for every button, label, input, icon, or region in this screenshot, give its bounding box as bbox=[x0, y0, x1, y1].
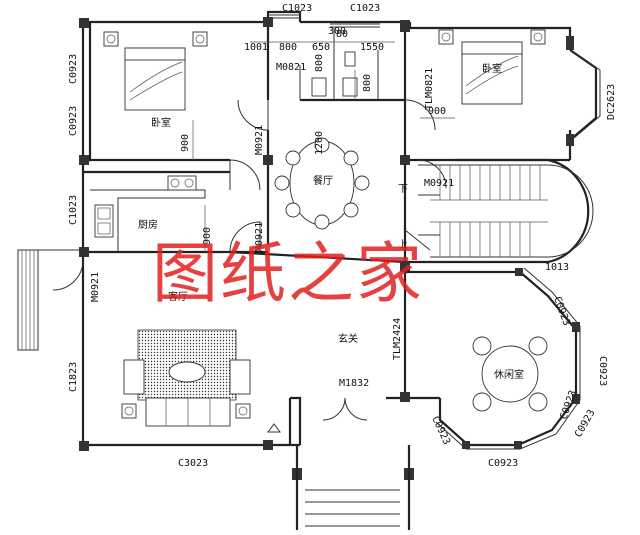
stair-mark-up: 上 bbox=[398, 239, 408, 251]
code-tlm0821: TLM0821 bbox=[424, 68, 435, 110]
dining-set bbox=[274, 137, 370, 230]
code-m0921-dining-lower: M0921 bbox=[254, 222, 265, 252]
dim-900-bed-left: 900 bbox=[180, 134, 191, 152]
code-tl13: 1013 bbox=[545, 262, 569, 273]
bathroom-fixtures bbox=[299, 28, 379, 100]
code-m0921-stair: M0921 bbox=[424, 178, 454, 189]
room-label-bedroom-right: 卧室 bbox=[482, 62, 502, 75]
top-windows bbox=[268, 14, 380, 28]
room-label-living: 客厅 bbox=[168, 290, 188, 303]
code-c0923-left-mid: C0923 bbox=[68, 106, 79, 136]
dim-900-kitchen: 900 bbox=[202, 227, 213, 245]
room-label-lounge: 休闲室 bbox=[494, 368, 524, 381]
dim-80: 80 bbox=[336, 29, 348, 40]
code-c1023-left: C1023 bbox=[68, 195, 79, 225]
code-m0821: M0821 bbox=[276, 62, 306, 73]
code-m0921-left: M0921 bbox=[90, 272, 101, 302]
code-c0923-right-b: C0923 bbox=[597, 356, 608, 386]
code-m0921-dining-upper: M0921 bbox=[254, 125, 265, 155]
bed-left bbox=[103, 31, 208, 111]
bay-window-right bbox=[566, 36, 601, 146]
code-c1823-left: C1823 bbox=[68, 362, 79, 392]
living-furniture bbox=[121, 329, 281, 433]
dim-800: 800 bbox=[279, 42, 297, 53]
dim-1200: 1200 bbox=[314, 131, 325, 155]
stair-mark-down: 下 bbox=[398, 184, 408, 195]
kitchen-counter bbox=[90, 175, 206, 252]
dim-300: 300 bbox=[328, 26, 346, 37]
dim-800c: 800 bbox=[314, 54, 325, 72]
code-c0923-right-d: C0923 bbox=[573, 408, 598, 440]
entrance-steps bbox=[295, 445, 411, 530]
code-tlm2424: TLM2424 bbox=[392, 318, 403, 360]
dim-1001: 1001 bbox=[244, 42, 268, 53]
door-swings bbox=[52, 99, 447, 421]
lounge-bay bbox=[405, 267, 581, 450]
code-c1023-top-right: C1023 bbox=[350, 3, 380, 14]
code-c0923-left-upper: C0923 bbox=[68, 54, 79, 84]
code-c0923-right-a: C0923 bbox=[551, 295, 572, 327]
code-c0923-bottom-left: C0923 bbox=[429, 415, 452, 447]
code-m1832: M1832 bbox=[339, 378, 369, 389]
code-c0923-bottom-right: C0923 bbox=[488, 458, 518, 469]
dim-1550: 1550 bbox=[360, 42, 384, 53]
watermark: 图纸之家 bbox=[152, 235, 424, 312]
room-label-dining: 餐厅 bbox=[313, 174, 333, 187]
room-label-foyer: 玄关 bbox=[338, 332, 358, 345]
room-label-bedroom-left: 卧室 bbox=[151, 116, 171, 129]
dim-900-bed-right: 900 bbox=[428, 106, 446, 117]
room-label-kitchen: 厨房 bbox=[138, 218, 158, 231]
interior-walls bbox=[83, 22, 520, 445]
dim-800b: 800 bbox=[362, 74, 373, 92]
code-c1023-top-left: C1023 bbox=[282, 3, 312, 14]
bed-right bbox=[438, 29, 546, 105]
dimension-lines bbox=[192, 41, 455, 252]
dim-650: 650 bbox=[312, 42, 330, 53]
left-porch bbox=[17, 249, 83, 351]
staircase bbox=[418, 158, 594, 264]
code-dc2623: DC2623 bbox=[606, 84, 617, 120]
code-c3023-bottom: C3023 bbox=[178, 458, 208, 469]
